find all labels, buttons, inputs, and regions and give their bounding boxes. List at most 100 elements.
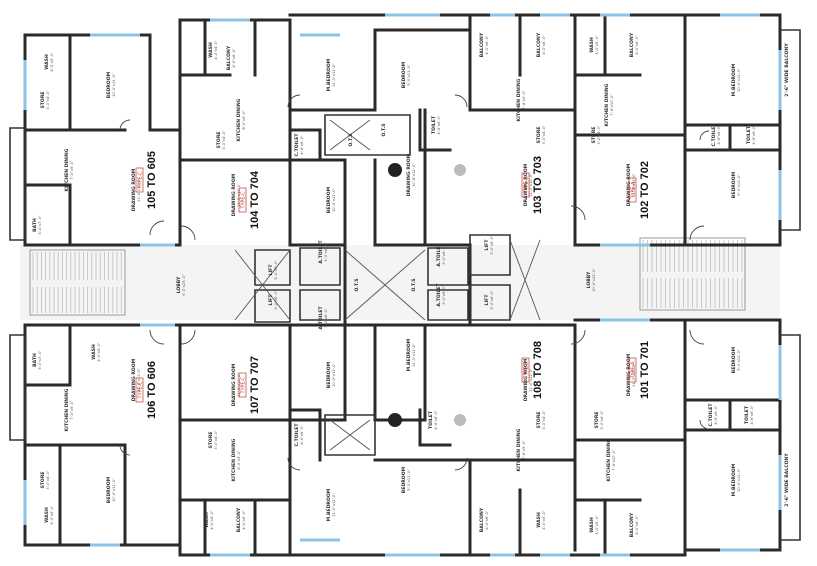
room-name: A.TOILET — [318, 239, 324, 263]
room-dimension: 10'-6"x12'-0" — [412, 163, 416, 187]
room-name: BALCONY — [536, 32, 542, 57]
room-name: TOILET — [428, 410, 434, 429]
room-dimension: 4'-6"x6'-0" — [714, 405, 718, 424]
room-name: BALCONY — [629, 512, 635, 537]
room-name: DRAWING ROOM — [523, 163, 529, 206]
room-name: STORE — [591, 126, 597, 143]
room-name: BEDROOM — [401, 61, 407, 88]
room-name: DRAWING ROOM — [406, 153, 412, 196]
room-dimension: 10'-0"x25'-0" — [592, 268, 596, 292]
room-dimension: 5'-0"x6'-0" — [274, 260, 278, 279]
unit-type-box — [238, 187, 247, 213]
room-name: BEDROOM — [731, 346, 737, 373]
room-name: KITCHEN DINING — [64, 388, 70, 431]
room-name: C.TOILET — [294, 133, 300, 157]
room-name: LOBBY — [586, 271, 592, 288]
room-name: LIFT — [268, 294, 274, 306]
room-name: BALCONY — [236, 507, 242, 532]
room-name: LIFT — [268, 264, 274, 276]
room-name: STORE — [208, 431, 214, 448]
room-dimension: 4'-6"x6'-0" — [434, 410, 438, 429]
room-name: BALCONY — [629, 32, 635, 57]
room-name: WASH — [208, 42, 214, 58]
room-dimension: 4'-0"x5'-0" — [595, 515, 599, 534]
manhole-icon — [454, 164, 466, 176]
shafts — [234, 119, 541, 451]
unit-type: TYPE-C — [138, 381, 144, 400]
room-dimension: 3'-0"x4'-0" — [46, 90, 50, 109]
room-dimension: 3'-0"x4'-0" — [46, 470, 50, 489]
central-corridor — [20, 245, 780, 320]
room-dimension: 4'-0"x6'-0" — [485, 510, 489, 529]
room-name: BATH — [32, 353, 38, 367]
room-name: O.T.S — [411, 278, 417, 291]
room-name: TOILET — [744, 405, 750, 424]
unit-type: TYPE-C — [241, 376, 247, 395]
room-dimension: 5'-0"x6'-0" — [324, 242, 328, 261]
room-dimension: 3'-0"x4'-0" — [597, 125, 601, 144]
room-name: STORE — [536, 126, 542, 143]
room-dimension: 8'-0"x9'-0" — [237, 450, 241, 469]
room-dimension: 4'-0"x4'-0" — [214, 40, 218, 59]
room-name: TOILET — [746, 125, 752, 144]
unit-number: 107 TO 707 — [249, 356, 261, 414]
unit-number: 102 TO 702 — [639, 161, 651, 219]
room-dimension: 7'-6"x9'-0" — [522, 90, 526, 109]
room-dimension: 10'-0"x11'-0" — [112, 73, 116, 97]
unit-type: TYPE-B — [524, 177, 530, 195]
room-name: KITCHEN DINING — [604, 83, 610, 126]
room-name: BATH — [32, 218, 38, 232]
room-name: STORE — [216, 131, 222, 148]
room-dimension: 9'-0"x12'-0" — [737, 174, 741, 196]
room-dimension: 9'-0"x25'-0" — [182, 274, 186, 296]
unit-type-box — [521, 172, 530, 198]
room-dimension: 7'-6"x10'-0" — [612, 449, 616, 471]
room-name: LOBBY — [176, 276, 182, 293]
room-name: BALCONY — [479, 32, 485, 57]
room-name: KITCHEN DINING — [516, 78, 522, 121]
manhole-icon — [388, 163, 402, 177]
room-dimension: 5'-0"x6'-0" — [442, 285, 446, 304]
room-name: STORE — [40, 91, 46, 108]
room-dimension: 4'-6"x6'-0" — [437, 115, 441, 134]
room-name: DRAWING ROOM — [523, 358, 529, 401]
room-dimension: 4'-6"x6'-0" — [752, 125, 756, 144]
unit-number: 103 TO 703 — [532, 156, 544, 214]
room-name: BEDROOM — [106, 71, 112, 98]
